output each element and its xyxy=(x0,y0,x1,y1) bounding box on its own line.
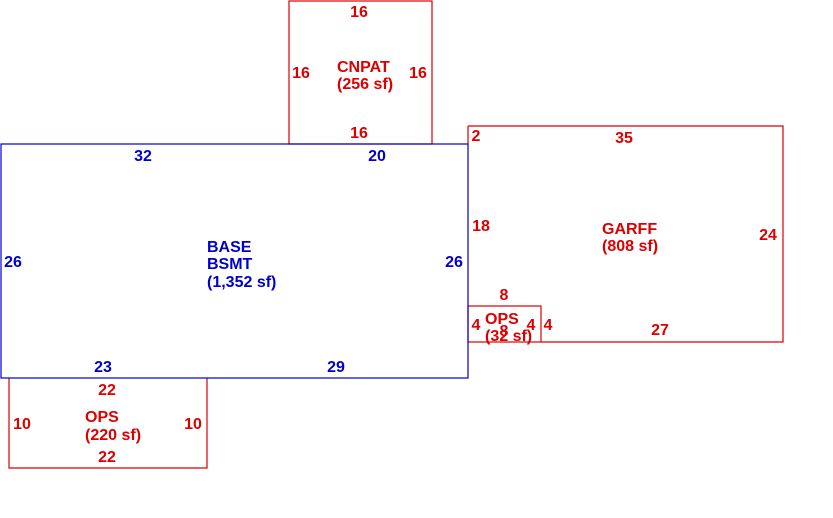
ops-large-dim-bottom: 22 xyxy=(98,449,116,466)
cnpat-dim-left: 16 xyxy=(292,65,310,82)
ops-large-dim-top: 22 xyxy=(98,382,116,399)
base-dim-right: 26 xyxy=(445,254,463,271)
ops-small-dim-right: 4 xyxy=(544,317,553,334)
ops-small-dim-bottom: 8 xyxy=(500,323,509,340)
ops-small-label: OPS xyxy=(485,311,519,328)
cnpat-dim-top: 16 xyxy=(350,4,368,21)
garff-outline xyxy=(468,125,784,343)
garff-dim-left: 18 xyxy=(472,218,490,235)
ops-small-area: (32 sf) xyxy=(485,328,532,345)
cnpat-label: CNPAT xyxy=(337,59,390,76)
area-garff: 2 35 18 24 27 GARFF (808 sf) xyxy=(467,125,784,343)
garff-dim-right: 24 xyxy=(759,227,777,244)
area-base: 32 20 26 26 23 29 BASE BSMT (1,352 sf) xyxy=(0,143,469,379)
base-label-line1: BASE xyxy=(207,239,252,256)
ops-large-area: (220 sf) xyxy=(85,427,141,444)
base-dim-top-left: 32 xyxy=(134,148,152,165)
garff-area: (808 sf) xyxy=(602,238,658,255)
ops-small-dim-left: 4 xyxy=(472,317,481,334)
base-dim-left: 26 xyxy=(4,254,22,271)
cnpat-dim-bottom: 16 xyxy=(350,125,368,142)
base-outline xyxy=(0,143,469,379)
ops-large-label: OPS xyxy=(85,409,119,426)
ops-large-outline xyxy=(8,378,208,469)
base-dim-bottom-left: 23 xyxy=(94,359,112,376)
ops-small-dim-top: 8 xyxy=(500,287,509,304)
area-cnpat: 16 16 16 16 CNPAT (256 sf) xyxy=(288,0,433,145)
base-dim-top-right: 20 xyxy=(368,148,386,165)
cnpat-area: (256 sf) xyxy=(337,76,393,93)
ops-large-dim-right: 10 xyxy=(184,416,202,433)
garff-dim-top: 35 xyxy=(615,130,633,147)
base-label-line2: BSMT xyxy=(207,256,253,273)
ops-small-dim-inner: 4 xyxy=(527,317,536,334)
area-ops-small: 8 4 4 4 8 OPS (32 sf) xyxy=(467,287,553,345)
garff-label: GARFF xyxy=(602,221,657,238)
area-ops-large: 22 10 10 22 OPS (220 sf) xyxy=(8,378,208,469)
garff-dim-top-corner: 2 xyxy=(472,128,481,145)
base-area: (1,352 sf) xyxy=(207,274,276,291)
base-dim-bottom-right: 29 xyxy=(327,359,345,376)
garff-dim-bottom: 27 xyxy=(651,322,669,339)
cnpat-dim-right: 16 xyxy=(409,65,427,82)
ops-large-dim-left: 10 xyxy=(13,416,31,433)
